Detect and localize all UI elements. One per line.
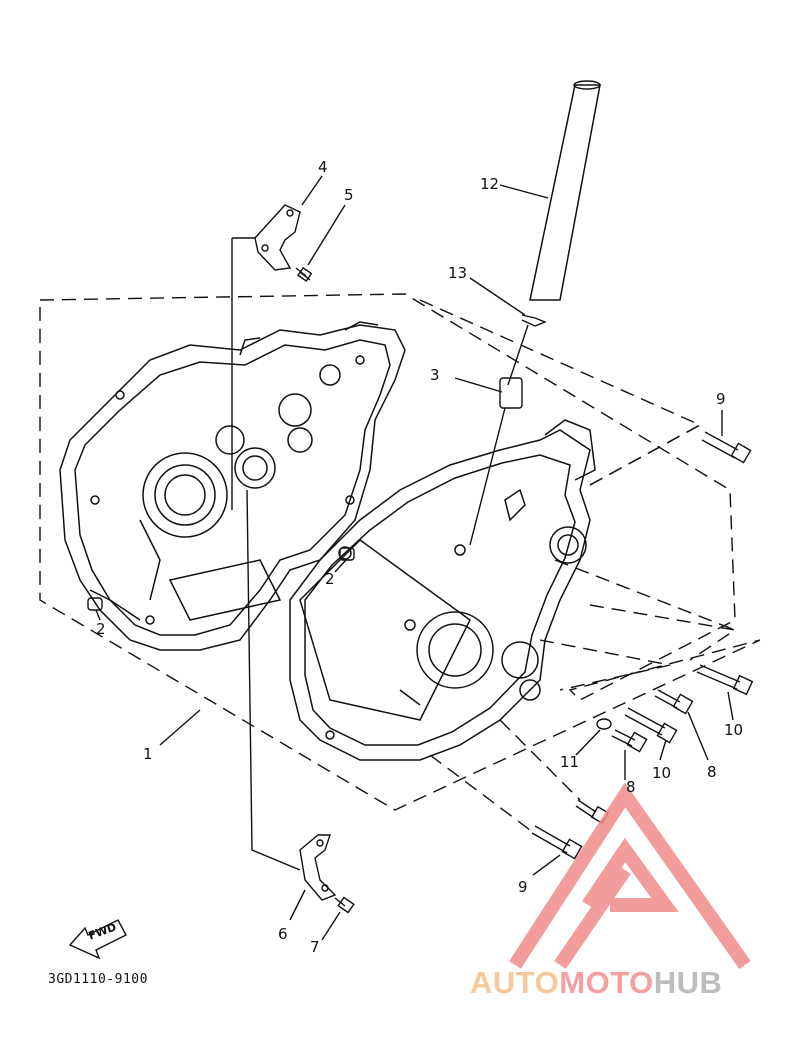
watermark-text: AUTOMOTOHUB: [470, 965, 722, 1001]
watermark-hub: HUB: [653, 965, 723, 1000]
breather-hose: [529, 84, 601, 301]
callout-9-upper: 9: [716, 390, 726, 408]
dowel-pin-right: [339, 547, 355, 561]
bolt-9-upper: [701, 431, 752, 464]
part-number: 3GD1110-9100: [48, 972, 148, 987]
bolt-9-lower: [531, 825, 583, 860]
dowel-pin-left: [87, 597, 103, 611]
watermark-logo: [509, 782, 751, 970]
callout-13: 13: [448, 264, 468, 282]
screw-lower: [337, 896, 355, 914]
washer-11: [596, 718, 612, 730]
callout-9-lower: 9: [518, 878, 528, 896]
bolt-8-upper: [654, 689, 694, 715]
bolt-10-lower: [624, 707, 678, 744]
callout-2-right: 2: [325, 570, 335, 588]
watermark-moto: MOTO: [559, 965, 654, 1000]
callout-1: 1: [143, 745, 153, 763]
crankcase-right: [289, 419, 596, 761]
callout-7: 7: [310, 938, 320, 956]
callout-12: 12: [480, 175, 500, 193]
plate-lower: [299, 834, 337, 901]
callout-3: 3: [430, 366, 440, 384]
plate-upper: [254, 204, 301, 271]
hose-clip: [521, 314, 547, 327]
callout-11: 11: [560, 753, 580, 771]
fitting: [499, 377, 523, 409]
assembly-boundary: [39, 293, 761, 811]
fwd-arrow: [68, 919, 127, 960]
callout-4: 4: [318, 158, 328, 176]
callout-8-lower: 8: [626, 778, 636, 796]
bolt-8-lower: [611, 729, 648, 753]
callout-10-right: 10: [724, 721, 744, 739]
crankcase-left: [59, 321, 406, 651]
callout-6: 6: [278, 925, 288, 943]
callout-2-left: 2: [96, 620, 106, 638]
callout-10-lower: 10: [652, 764, 672, 782]
watermark-auto: AUTO: [470, 965, 560, 1000]
callout-8-right: 8: [707, 763, 717, 781]
bolt-10-upper: [696, 664, 754, 696]
callout-5: 5: [344, 186, 354, 204]
